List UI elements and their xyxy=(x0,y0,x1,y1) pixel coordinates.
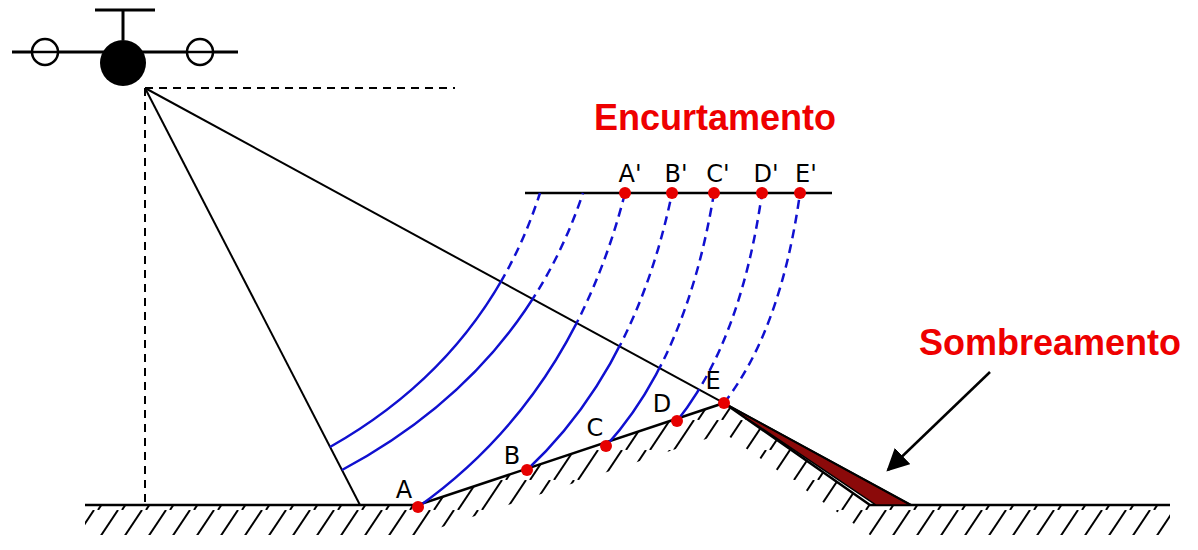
annotation-title: Encurtamento xyxy=(593,98,837,138)
image-line xyxy=(525,192,832,195)
point-label: D xyxy=(652,391,672,417)
wavefront-dashed xyxy=(330,193,800,507)
point-markers xyxy=(412,187,806,513)
wavefront xyxy=(418,193,625,507)
plane-tail xyxy=(95,9,155,12)
plane-tail xyxy=(122,10,125,40)
plane-engine xyxy=(187,39,213,65)
wavefront xyxy=(342,193,583,470)
image-point xyxy=(666,187,678,199)
terrain-point xyxy=(600,440,612,452)
point-label: E' xyxy=(794,161,818,187)
point-label: A' xyxy=(617,161,642,187)
wavefront xyxy=(606,193,714,446)
horizontal-reference xyxy=(145,87,455,89)
wavefront xyxy=(527,193,672,470)
wavefront xyxy=(677,193,762,421)
point-label: C' xyxy=(705,161,730,187)
point-label: D' xyxy=(752,161,779,187)
image-point xyxy=(756,187,768,199)
far-beam xyxy=(145,88,911,505)
plane-engine xyxy=(32,51,58,54)
annotation-title: Sombreamento xyxy=(918,323,1182,363)
ground-hatching xyxy=(85,403,1170,535)
point-label: C xyxy=(586,415,605,441)
plane-body xyxy=(100,40,146,86)
terrain-point xyxy=(412,501,424,513)
near-beam xyxy=(145,88,360,505)
wavefront-solid xyxy=(330,193,800,507)
plane-engine xyxy=(32,39,58,65)
point-label: B xyxy=(503,443,521,469)
nadir-line xyxy=(144,88,146,505)
point-label: E xyxy=(704,368,721,394)
wavefront xyxy=(527,193,672,470)
image-point xyxy=(708,187,720,199)
point-label: A xyxy=(395,477,413,503)
image-point xyxy=(619,187,631,199)
wavefront xyxy=(724,193,800,403)
terrain-point xyxy=(521,464,533,476)
terrain-point xyxy=(718,397,730,409)
plane-engine xyxy=(187,51,213,54)
wavefront xyxy=(606,193,714,446)
leader-arrow xyxy=(888,372,990,470)
wavefront xyxy=(724,193,800,403)
wavefront xyxy=(330,193,540,447)
wavefront xyxy=(677,193,762,421)
terrain-point xyxy=(671,415,683,427)
image-point xyxy=(794,187,806,199)
point-label: B' xyxy=(663,161,688,187)
wavefront xyxy=(342,193,583,470)
